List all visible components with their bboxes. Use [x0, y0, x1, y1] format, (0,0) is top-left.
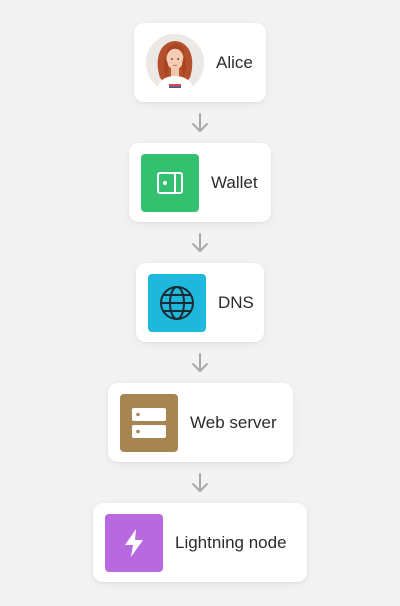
server-icon-box	[120, 393, 178, 452]
wallet-icon	[157, 171, 183, 194]
node-label: Web server	[190, 412, 277, 432]
globe-icon	[160, 285, 194, 320]
down-arrow-icon	[192, 233, 208, 252]
node-alice: Alice	[134, 23, 266, 102]
node-dns: DNS	[136, 263, 264, 342]
avatar	[146, 33, 204, 92]
globe-icon-box	[148, 273, 206, 332]
wallet-icon-box	[141, 153, 199, 212]
down-arrow-icon	[192, 473, 208, 492]
lightning-icon	[125, 528, 143, 557]
server-icon	[132, 407, 166, 438]
node-label: Wallet	[211, 172, 258, 192]
lightning-icon-box	[105, 513, 163, 572]
down-arrow-icon	[192, 113, 208, 132]
node-wallet: Wallet	[129, 143, 271, 222]
node-label: DNS	[218, 292, 254, 312]
node-lightning-node: Lightning node	[93, 503, 307, 582]
node-label: Lightning node	[175, 532, 287, 552]
node-label: Alice	[216, 52, 253, 72]
avatar-photo-icon	[146, 33, 204, 92]
down-arrow-icon	[192, 353, 208, 372]
node-web-server: Web server	[108, 383, 293, 462]
